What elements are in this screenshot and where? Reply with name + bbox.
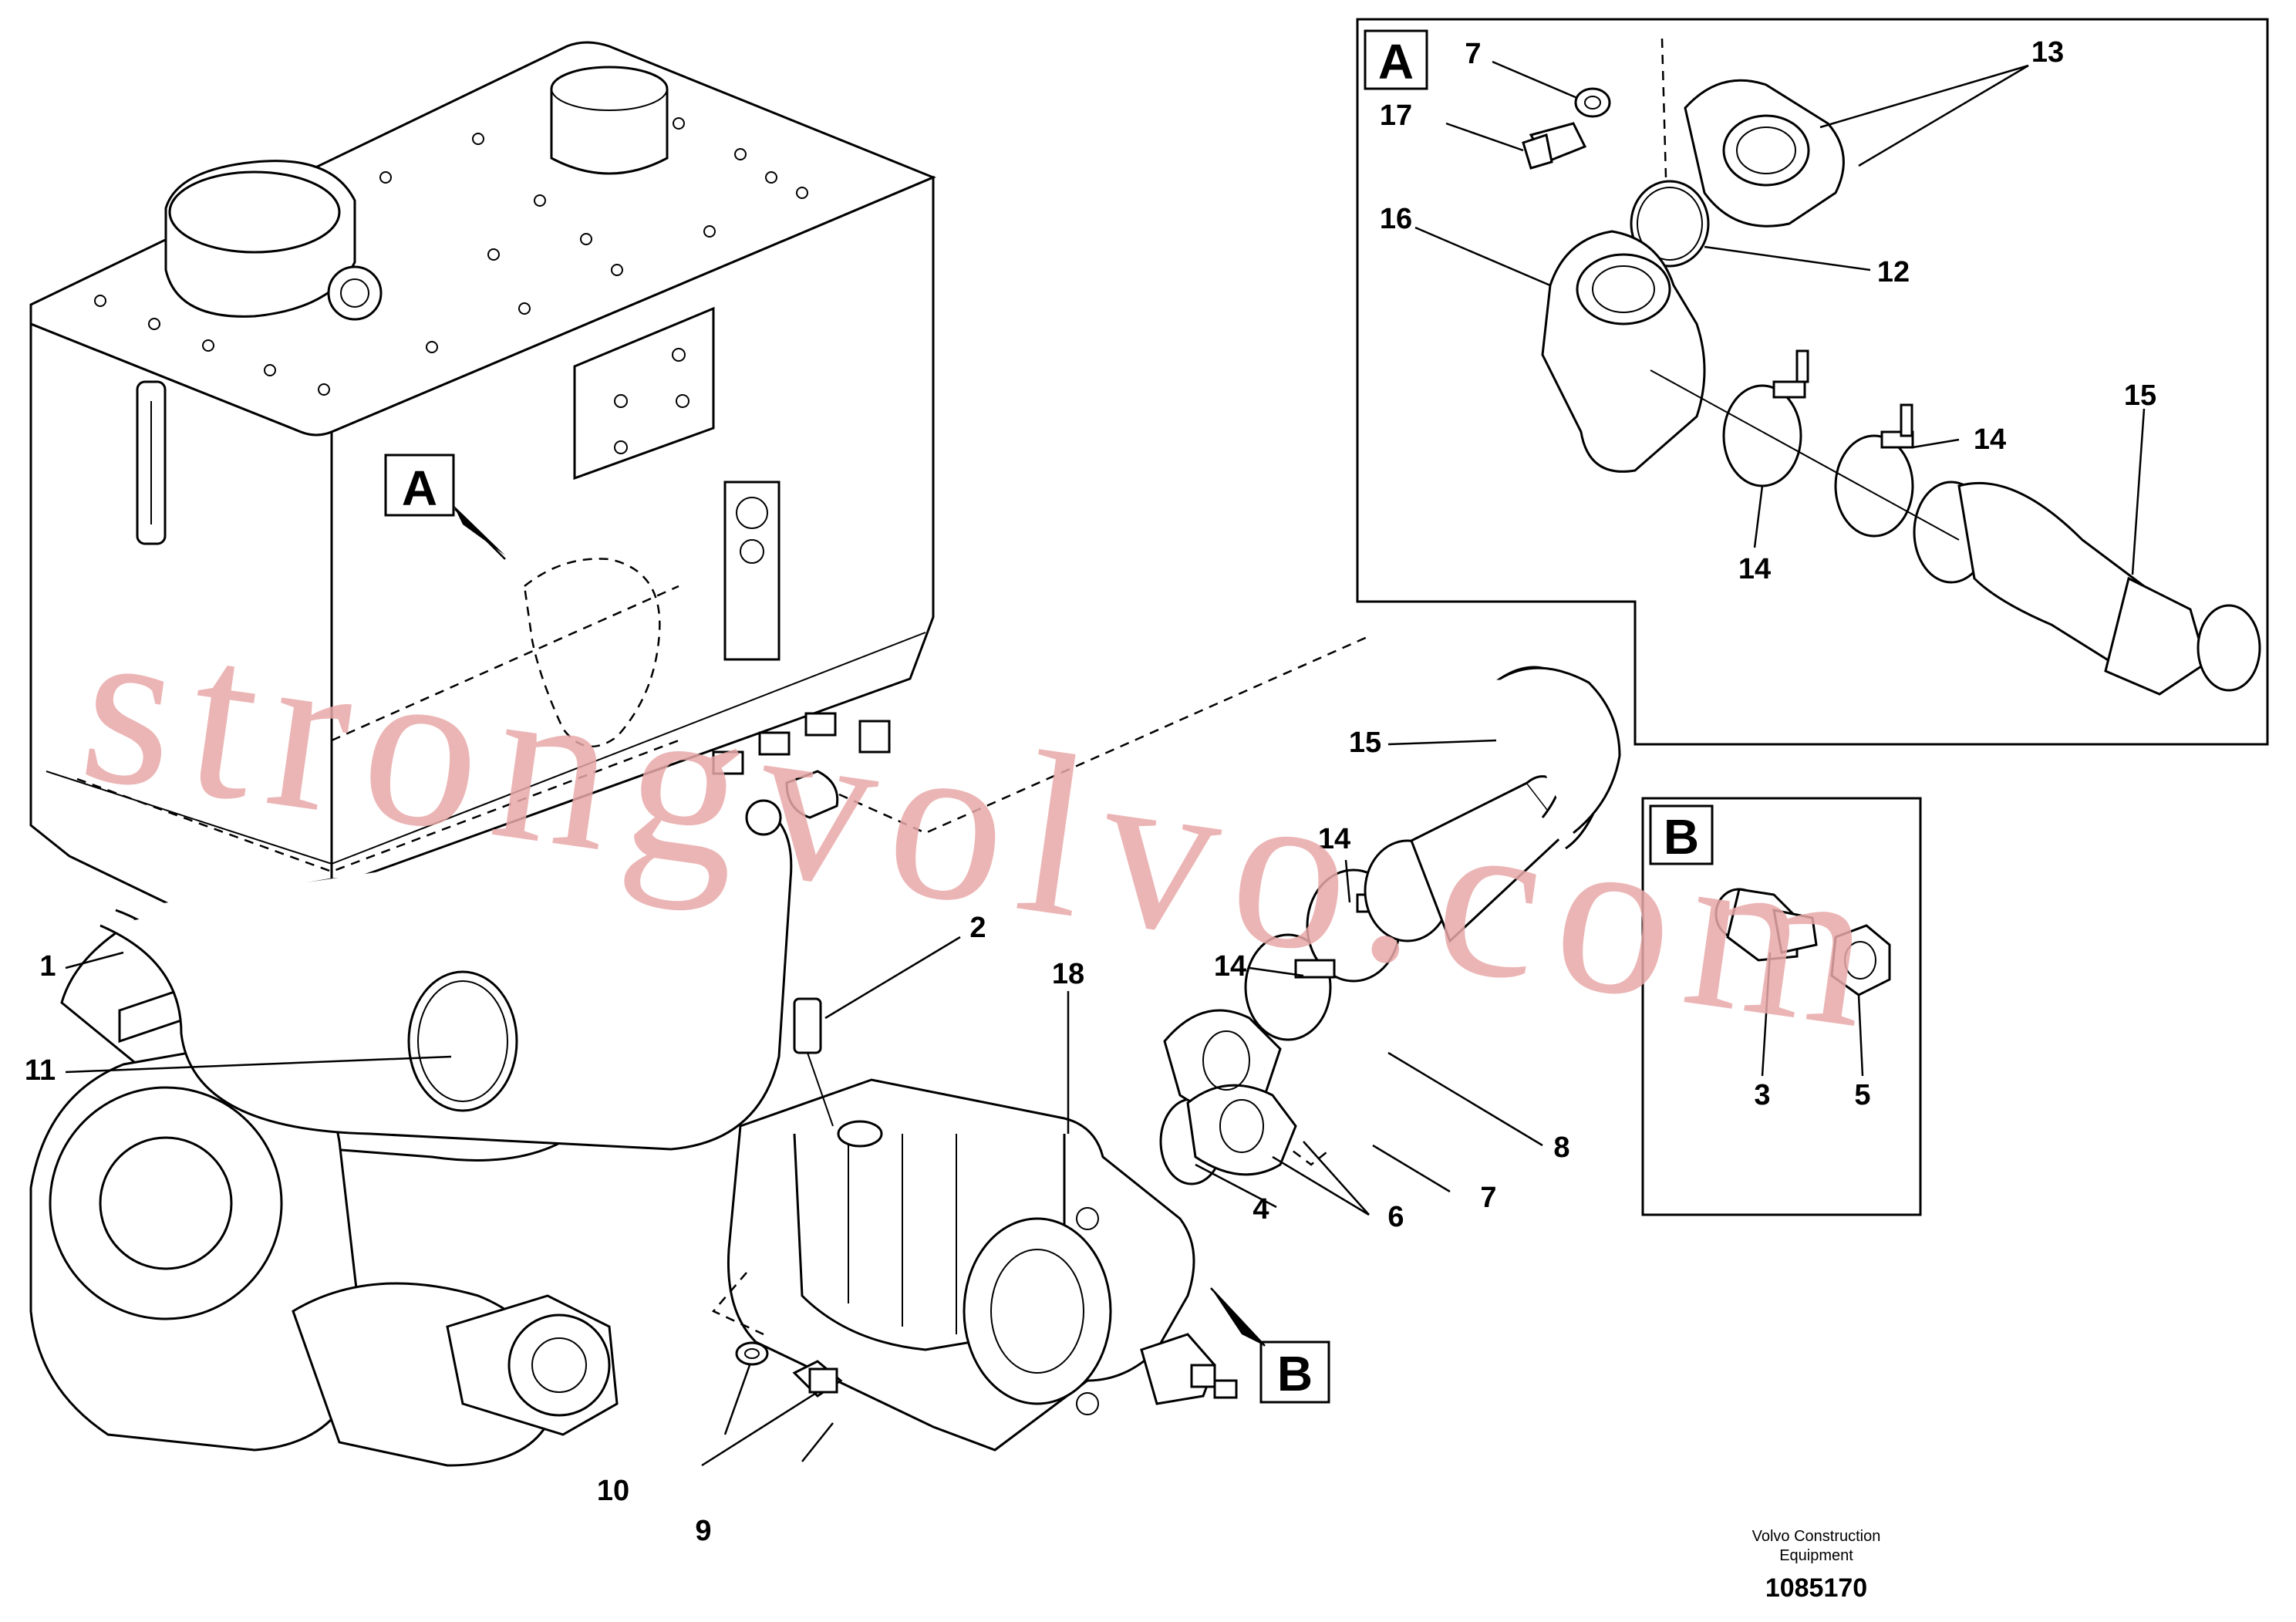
- callout-14-lower: 14: [1214, 950, 1246, 983]
- callout-15: 15: [1349, 727, 1381, 759]
- hydraulic-tank: [29, 41, 936, 959]
- footer: Volvo Construction Equipment 1085170: [1752, 1528, 1881, 1603]
- callout-18: 18: [1052, 958, 1084, 990]
- view-marker-a: A: [384, 454, 506, 560]
- detail-a-letter: A: [1378, 34, 1414, 89]
- callout-6: 6: [1387, 1201, 1404, 1233]
- callout-8: 8: [1553, 1131, 1569, 1164]
- detail-a-callout-14-right: 14: [1974, 423, 2006, 456]
- detail-a-callout-17: 17: [1380, 99, 1412, 132]
- detail-b-callout-3: 3: [1754, 1079, 1770, 1111]
- hydraulic-pump: [727, 1078, 1238, 1452]
- view-marker-b: B: [1210, 1287, 1330, 1404]
- flange-and-oring: [1159, 1009, 1297, 1185]
- footer-company-line1: Volvo Construction: [1752, 1528, 1881, 1545]
- o-ring: [407, 970, 518, 1112]
- callout-numbers: 1 2 4 6 7 8 9 10 11 14 14 15 18: [25, 727, 1570, 1547]
- svg-text:B: B: [1277, 1346, 1313, 1401]
- detail-a-callout-14-bottom: 14: [1738, 553, 1771, 585]
- bolt-and-washer: [735, 1341, 843, 1398]
- callout-14-upper: 14: [1318, 823, 1350, 855]
- detail-a-callout-16: 16: [1380, 203, 1412, 235]
- drawing-number: 1085170: [1765, 1573, 1867, 1603]
- callout-4: 4: [1253, 1193, 1269, 1226]
- callout-2: 2: [969, 912, 986, 944]
- elbow-hose: [1364, 666, 1621, 943]
- callout-9: 9: [695, 1515, 711, 1547]
- detail-a-callout-15: 15: [2124, 379, 2156, 412]
- callout-1: 1: [39, 950, 56, 983]
- detail-a-view: A: [1356, 18, 2269, 746]
- detail-a-callout-13: 13: [2031, 36, 2064, 69]
- detail-a-leader-lines: [1414, 60, 2146, 575]
- detail-b-callouts: 3 5: [1754, 1079, 1870, 1111]
- detail-a-callout-12: 12: [1877, 256, 1910, 288]
- detail-a-callouts: 7 17 13 16 12 15 14 14: [1380, 36, 2156, 585]
- pipe-fitting: [793, 997, 834, 1127]
- callout-11: 11: [25, 1054, 56, 1087]
- detail-a-callout-7: 7: [1465, 38, 1481, 70]
- detail-b-leader-lines: [1761, 952, 1864, 1077]
- callout-10: 10: [597, 1475, 629, 1507]
- detail-b-view: B: [1641, 797, 1922, 1216]
- svg-text:A: A: [402, 460, 437, 516]
- footer-company-line2: Equipment: [1779, 1547, 1853, 1564]
- callout-7: 7: [1480, 1182, 1496, 1214]
- leader-lines: [65, 739, 1543, 1467]
- detail-b-callout-5: 5: [1854, 1079, 1870, 1111]
- detail-b-letter: B: [1664, 809, 1699, 865]
